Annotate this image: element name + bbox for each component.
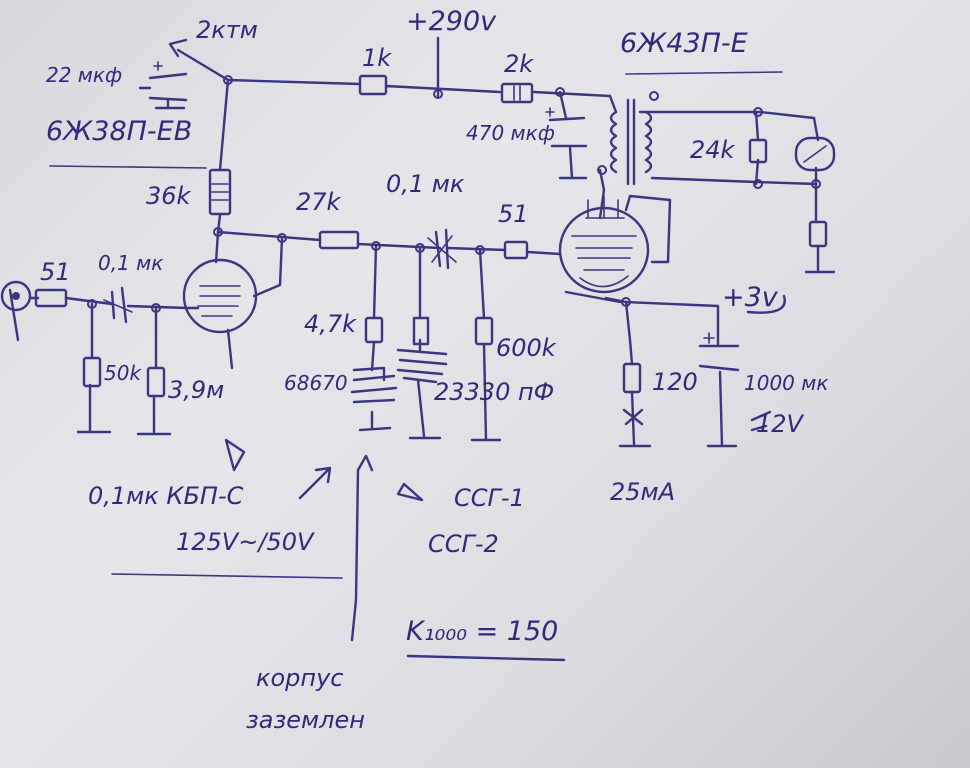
capacitor-68670 [350,366,398,404]
r-27k-label: 27k [296,188,342,216]
input-connector [0,280,32,312]
resistor-51-grid [503,240,529,260]
resistor-load [808,220,828,248]
r-2k-label: 2k [504,50,534,78]
node-dot [223,75,233,85]
r-1k-label: 1k [362,44,392,72]
node-dot [753,107,763,117]
cap-22uf-label: 22 мкф [46,63,122,87]
node-dot [415,243,425,253]
node-dot [87,299,97,309]
resistor-2k [500,82,534,104]
ssg-2-label: ССГ-2 [428,530,499,558]
cap-coupling-label: 0,1 мк [386,170,465,198]
capacitor-22uf [148,61,188,110]
resistor-1k [358,74,388,96]
r-24k-label: 24k [690,136,736,164]
r-120-label: 120 [652,368,698,396]
component-labels: +290v 2ктм 6Ж38П-ЕВ 6Ж43П-Е 22 мкф 470 м… [40,6,828,734]
capacitors [103,61,740,404]
capacitor-1000uf [698,332,740,372]
cap-23330-label: 23330 пФ [434,378,554,406]
supply-voltage-label: +290v [406,6,497,37]
node-dot [151,303,161,313]
r-50k-label: 50k [104,361,142,385]
current-25ma-label: 25мА [610,478,675,506]
node-dot [555,87,565,97]
junction-dots [87,75,821,313]
node-dot [753,179,763,189]
output-tube-label: 6Ж43П-Е [620,28,748,59]
r-3-9m-label: 3,9м [168,376,224,404]
underlines [49,71,783,662]
node-dot [597,165,607,175]
output-meter [794,136,836,172]
resistor-120 [622,362,642,394]
bias-3v-label: +3v [722,282,779,313]
cap-voltage-label: 125V~/50V [176,528,315,556]
r-600k-label: 600k [496,334,557,362]
chassis-label-line2: заземлен [246,706,365,734]
cap-input-label: 0,1 мк [98,251,163,275]
gain-label: K₁₀₀₀ = 150 [406,616,558,647]
cap-68670-label: 68670 [284,371,348,395]
node-dot [433,89,443,99]
r-51-input-label: 51 [40,258,71,286]
resistor-36k [208,168,232,216]
node-dot [371,241,381,251]
resistor-24k [748,138,768,164]
node-dot [475,245,485,255]
ssg-1-label: ССГ-1 [454,484,525,512]
capacitor-470uf [545,107,588,148]
resistor-3-9m [146,366,166,398]
capacitor-input-0-1 [103,286,133,324]
node-dot [811,179,821,189]
tube-6zh38p [182,258,258,334]
r-51-grid-label: 51 [498,200,529,228]
cap-type-label: 0,1мк КБП-С [88,482,244,510]
output-transformer [609,91,659,186]
r-36k-label: 36k [146,182,192,210]
cap-470uf-label: 470 мкф [466,121,555,145]
resistor-27k [318,230,360,250]
node-dot [621,297,631,307]
input-tube-label: 6Ж38П-ЕВ [46,116,192,147]
wires [8,36,836,448]
node-dot [277,233,287,243]
r-4-7k-label: 4,7k [304,310,357,338]
resistor-50k [82,356,102,388]
voltage-12v-label: 12V [756,410,805,438]
tube-6zh43p [558,195,650,294]
resistors [34,74,828,398]
resistor-4-7k [364,316,384,344]
cap-1000uf-label: 1000 мк [744,371,828,395]
chassis-label-line1: корпус [256,664,344,692]
node-dot [213,227,223,237]
capacitor-23330 [396,316,448,384]
resistor-51-input [34,288,68,308]
pot-label: 2ктм [196,16,258,44]
resistor-600k [474,316,494,346]
capacitor-coupling-0-1 [427,228,457,270]
annotation-arrows [224,294,786,642]
